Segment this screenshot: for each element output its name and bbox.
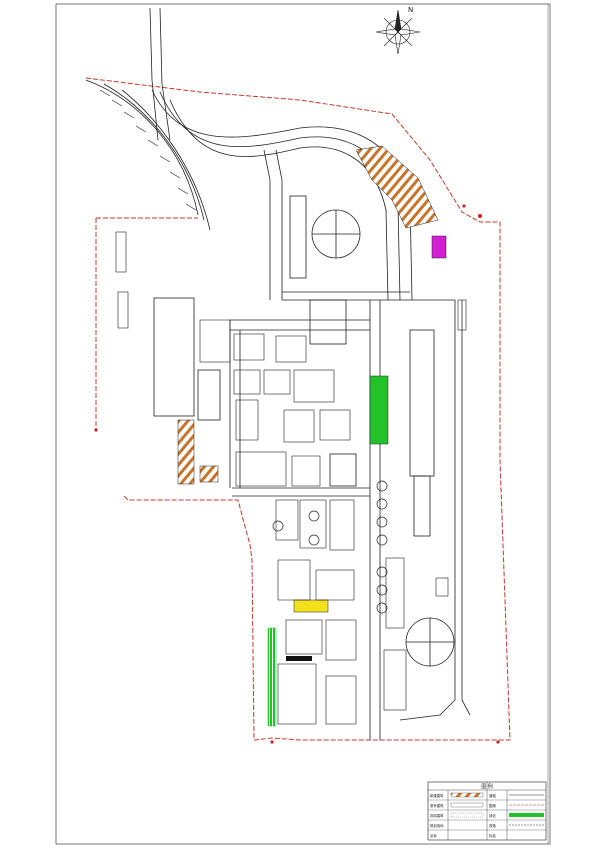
central-buildings	[115, 231, 467, 725]
legend-row-3-right: 绿化	[489, 813, 496, 818]
yellow-building	[293, 599, 329, 613]
survey-marker-icon	[94, 204, 500, 744]
legend-row-4-right: 铁路	[489, 823, 496, 828]
black-strip	[286, 656, 312, 661]
site-boundary	[85, 77, 511, 741]
legend-row-2-left: 原有建筑	[430, 803, 444, 808]
legend-table: 图 例 新建建筑 道路 原有建筑 围墙 拆除建筑 绿化 规划用地 铁路 坐标 标…	[427, 781, 547, 841]
legend-row-5-right: 标高	[489, 833, 496, 838]
drawing-frame	[55, 3, 551, 845]
small-tanks	[272, 480, 388, 614]
legend-row-1-left: 新建建筑	[430, 793, 444, 798]
legend-row-1-right: 道路	[489, 793, 496, 798]
railway-ties	[99, 89, 197, 211]
green-hedge	[267, 627, 277, 727]
green-zone	[369, 375, 389, 445]
magenta-building	[431, 235, 447, 259]
north-label: N	[408, 6, 413, 14]
legend-row-5-left: 坐标	[430, 833, 437, 838]
hatched-zones	[177, 145, 439, 485]
legend-row-3-left: 拆除建筑	[430, 813, 444, 818]
legend-row-2-right: 围墙	[489, 803, 496, 808]
compass-rose-icon	[375, 9, 421, 55]
legend-row-4-left: 规划用地	[430, 823, 444, 828]
tank-icon	[311, 209, 455, 667]
large-structures	[153, 195, 435, 537]
legend-title: 图 例	[481, 783, 493, 790]
